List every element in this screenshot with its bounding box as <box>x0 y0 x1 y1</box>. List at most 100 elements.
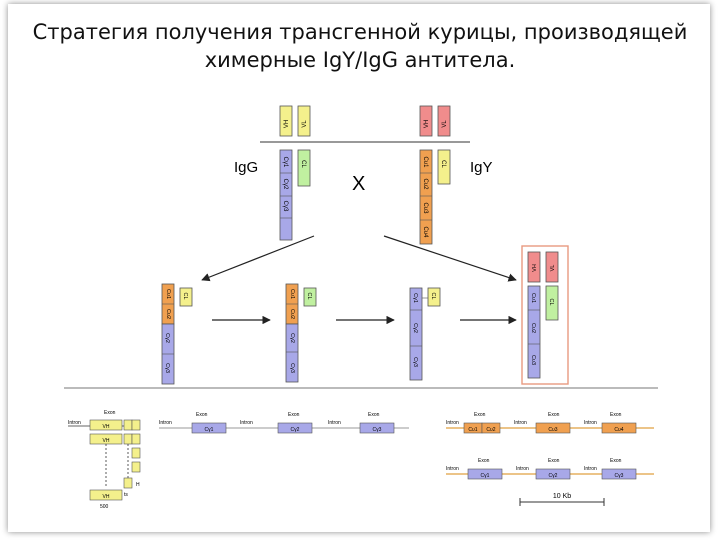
antibody-strategy-diagram: VH VL Cγ1 Cγ2 Cγ3 CL IgG X VH VL Cυ1 Cυ2… <box>64 105 658 510</box>
cr-cg3: Cγ3 <box>615 473 624 479</box>
cross-symbol: X <box>352 173 365 195</box>
gm-intron-label-3: Intron <box>328 420 341 426</box>
cr-cg2: Cγ2 <box>549 473 558 479</box>
c4-label-cu1: Cυ1 <box>530 293 536 303</box>
chimeric-constant-locus: Intron Exon Cγ1 Intron Exon Cγ2 Intron E… <box>446 458 654 480</box>
scale-bar-label: 10 Kb <box>553 493 571 500</box>
arrow-to-chimera-4 <box>383 235 517 282</box>
yr-exon-label-2: Exon <box>548 412 560 418</box>
ll-500-label: 500 <box>100 504 109 510</box>
cr-cg1: Cγ1 <box>481 473 490 479</box>
cr-intron-label-1: Intron <box>446 466 459 472</box>
yr-cu4: Cυ4 <box>614 427 623 433</box>
slide-title: Стратегия получения трансгенной курицы, … <box>20 18 700 74</box>
c3-label-cg3: Cγ3 <box>412 357 418 367</box>
cr-exon-label-3: Exon <box>610 458 622 464</box>
c2-label-cg2: Cγ2 <box>289 333 295 343</box>
yr-cu1: Cυ1 <box>468 427 477 433</box>
ll-intron-label: Intron <box>68 420 81 426</box>
gm-cg3: Cγ3 <box>373 427 382 433</box>
igy-cl-domain <box>437 149 451 185</box>
igg-cl-domain <box>297 149 311 187</box>
yr-exon-label-1: Exon <box>474 412 486 418</box>
igg-vl-label: VL <box>302 120 308 128</box>
igy-cu4-label: Cυ4 <box>422 227 428 239</box>
parent-igg: VH VL Cγ1 Cγ2 Cγ3 CL IgG <box>234 105 311 241</box>
gm-intron-label-1: Intron <box>159 420 172 426</box>
diagram-figure: VH VL Cγ1 Cγ2 Cγ3 CL IgG X VH VL Cυ1 Cυ2… <box>64 98 658 512</box>
parent-igy: VH VL Cυ1 Cυ2 Cυ3 Cυ4 CL IgY <box>419 105 493 245</box>
c2-label-cu2: Cυ2 <box>289 309 295 319</box>
igy-vh-label: VH <box>424 120 430 128</box>
c2-label-cu1: Cυ1 <box>289 289 295 299</box>
igy-cu3-label: Cυ3 <box>422 203 428 215</box>
c3-label-cg1: Cγ1 <box>412 293 418 303</box>
ll-exon-label: Exon <box>104 410 116 416</box>
c3-label-cl: CL <box>430 292 436 299</box>
chimera-construct-4-highlighted: VH VL Cυ1 Cυ2 Cυ3 CL <box>521 245 569 385</box>
yr-cu2: Cυ2 <box>486 427 495 433</box>
gm-exon-label-3: Exon <box>368 412 380 418</box>
chimera-construct-1: Cυ1 Cυ2 Cγ2 Cγ3 CL <box>161 283 193 385</box>
c1-label-cl: CL <box>182 292 188 299</box>
igg-cg1-label: Cγ1 <box>282 157 288 168</box>
igg-heavy-constant <box>279 149 293 241</box>
yr-intron-label-3: Intron <box>584 420 597 426</box>
cr-exon-label-1: Exon <box>478 458 490 464</box>
cr-intron-label-3: Intron <box>584 466 597 472</box>
yr-cu3: Cυ3 <box>548 427 557 433</box>
yr-exon-label-3: Exon <box>610 412 622 418</box>
yr-intron-label-2: Intron <box>514 420 527 426</box>
igy-constant-locus: Intron Exon Cυ1 Cυ2 Intron Exon Cυ3 Intr… <box>446 412 654 434</box>
igg-label: IgG <box>234 159 258 176</box>
c1-label-cg2: Cγ2 <box>164 333 170 343</box>
ll-vh-3: VH <box>103 494 110 500</box>
igy-label: IgY <box>470 159 493 176</box>
igy-heavy-constant <box>419 149 433 245</box>
gm-cg2: Cγ2 <box>291 427 300 433</box>
igy-cu1-label: Cυ1 <box>422 157 428 169</box>
gm-cg1: Cγ1 <box>205 427 214 433</box>
cr-intron-label-2: Intron <box>516 466 529 472</box>
c3-label-cg2: Cγ2 <box>412 323 418 333</box>
cr-exon-label-2: Exon <box>548 458 560 464</box>
c1-label-cu1: Cυ1 <box>165 289 171 299</box>
igg-cg2-label: Cγ2 <box>282 179 288 190</box>
c4-label-cl: CL <box>548 298 554 305</box>
gm-exon-label-2: Exon <box>288 412 300 418</box>
ll-ts-label: ts <box>124 492 128 498</box>
gm-exon-label-1: Exon <box>196 412 208 418</box>
igg-cg3-label: Cγ3 <box>282 201 288 212</box>
chimera-construct-3: Cγ1 Cγ2 Cγ3 CL <box>409 287 441 381</box>
ll-vh-2: VH <box>103 438 110 444</box>
igy-vh-domain <box>419 105 433 137</box>
c1-label-cu2: Cυ2 <box>165 309 171 319</box>
arrow-to-chimera-1 <box>201 235 315 282</box>
ll-h-label: H <box>136 482 140 488</box>
igy-cl-label: CL <box>440 160 446 168</box>
scale-bar: 10 Kb <box>519 493 605 506</box>
chimera-construct-2: Cυ1 Cυ2 Cγ2 Cγ3 CL <box>285 283 317 383</box>
c2-label-cg3: Cγ3 <box>289 363 295 373</box>
light-chain-locus: Exon Intron VH VH H ts VH 500 <box>68 410 141 510</box>
title-line-1: Стратегия получения трансгенной курицы, … <box>32 20 688 44</box>
gm-intron-label-2: Intron <box>240 420 253 426</box>
c4-label-vl: VL <box>550 265 556 272</box>
title-line-2: химерные IgY/IgG антитела. <box>204 48 516 72</box>
c4-label-vh: VH <box>532 264 538 272</box>
c4-label-cu2: Cυ2 <box>530 323 536 333</box>
c2-label-cl: CL <box>306 292 312 299</box>
igg-vh-domain <box>279 105 293 137</box>
igg-vl-domain <box>297 105 311 137</box>
ll-vh-1: VH <box>103 424 110 430</box>
yr-intron-label-1: Intron <box>446 420 459 426</box>
c4-label-cu3: Cυ3 <box>530 355 536 365</box>
igg-constant-locus: Intron Exon Cγ1 Intron Exon Cγ2 Intron E… <box>159 412 409 434</box>
c1-label-cg3: Cγ3 <box>164 363 170 373</box>
igg-cl-label: CL <box>300 160 306 168</box>
highlight-frame <box>521 245 569 385</box>
igy-cu2-label: Cυ2 <box>422 179 428 191</box>
igg-vh-label: VH <box>284 120 290 128</box>
igy-vl-label: VL <box>442 120 448 128</box>
igy-vl-domain <box>437 105 451 137</box>
